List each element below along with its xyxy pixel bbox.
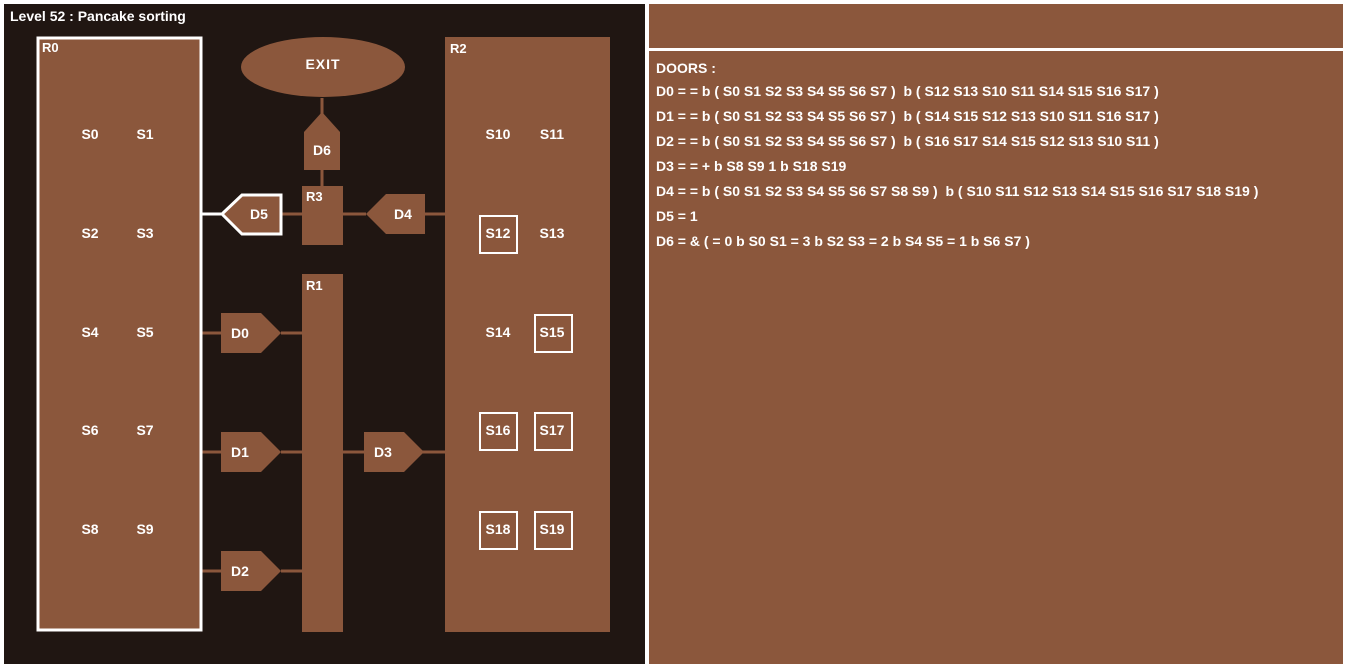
door-d2-label: D2 [231,563,249,579]
door-d3[interactable] [364,432,424,472]
room-r3[interactable] [302,186,343,245]
top-panel [649,4,1343,48]
slot-s18-frame [479,511,518,550]
room-r2[interactable] [445,37,610,632]
room-r0[interactable] [36,36,203,632]
door-d4[interactable] [366,194,425,234]
door-d2[interactable] [221,551,281,591]
slot-s14[interactable]: S14 [485,324,511,340]
room-r0-label: R0 [42,40,59,55]
door-rule-d1: D1 = = b ( S0 S1 S2 S3 S4 S5 S6 S7 ) b (… [656,108,1159,124]
slot-s19[interactable]: S19 [539,521,565,537]
slot-s3[interactable]: S3 [136,225,154,241]
slot-s4[interactable]: S4 [81,324,99,340]
door-rule-d4: D4 = = b ( S0 S1 S2 S3 S4 S5 S6 S7 S8 S9… [656,183,1259,199]
door-rule-d3: D3 = = + b S8 S9 1 b S18 S19 [656,158,847,174]
room-r3-label: R3 [306,189,323,204]
slot-s17-frame [534,412,573,451]
slot-s11[interactable]: S11 [539,126,565,142]
doors-panel: DOORS : D0 = = b ( S0 S1 S2 S3 S4 S5 S6 … [649,51,1343,664]
exit-room[interactable] [241,37,405,97]
slot-s10[interactable]: S10 [485,126,511,142]
door-d3-label: D3 [374,444,392,460]
door-d5-label: D5 [250,206,268,222]
level-title: Level 52 : Pancake sorting [10,8,186,24]
slot-s12[interactable]: S12 [485,225,511,241]
slot-s16[interactable]: S16 [485,422,511,438]
door-d6[interactable] [304,112,340,170]
door-d6-label: D6 [313,142,331,158]
slot-s19-frame [534,511,573,550]
slot-s17[interactable]: S17 [539,422,565,438]
level-map: Level 52 : Pancake sorting R0 R1 R2 R3 E… [4,4,645,664]
slot-s12-frame [479,215,518,254]
slot-s0[interactable]: S0 [81,126,99,142]
slot-s5[interactable]: S5 [136,324,154,340]
door-rule-d5: D5 = 1 [656,208,698,224]
room-r1-label: R1 [306,278,323,293]
connectors [201,98,445,573]
slot-s13[interactable]: S13 [539,225,565,241]
door-rule-d2: D2 = = b ( S0 S1 S2 S3 S4 S5 S6 S7 ) b (… [656,133,1159,149]
door-d0-label: D0 [231,325,249,341]
slot-s15[interactable]: S15 [539,324,565,340]
slot-s2[interactable]: S2 [81,225,99,241]
doors-heading: DOORS : [656,60,716,76]
door-rule-d0: D0 = = b ( S0 S1 S2 S3 S4 S5 S6 S7 ) b (… [656,83,1159,99]
slot-s6[interactable]: S6 [81,422,99,438]
door-rule-d6: D6 = & ( = 0 b S0 S1 = 3 b S2 S3 = 2 b S… [656,233,1030,249]
door-d1-label: D1 [231,444,249,460]
door-d5[interactable] [219,193,283,236]
room-r1[interactable] [302,274,343,632]
door-d0[interactable] [221,313,281,353]
slot-s18[interactable]: S18 [485,521,511,537]
map-graphics [36,36,610,632]
door-d1[interactable] [221,432,281,472]
exit-label: EXIT [305,56,341,72]
slot-s15-frame [534,314,573,353]
room-r2-label: R2 [450,41,467,56]
slot-highlights [479,215,573,550]
slot-s1[interactable]: S1 [136,126,154,142]
door-d4-label: D4 [394,206,412,222]
slot-s7[interactable]: S7 [136,422,154,438]
slot-s16-frame [479,412,518,451]
slot-s8[interactable]: S8 [81,521,99,537]
slot-s9[interactable]: S9 [136,521,154,537]
